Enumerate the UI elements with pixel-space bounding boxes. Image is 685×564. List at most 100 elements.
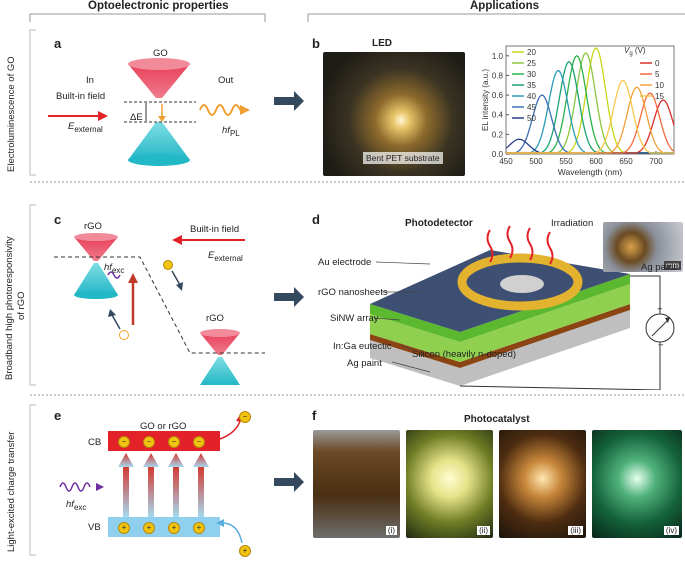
electron-icon: − <box>118 436 130 448</box>
panel-d-title: Photodetector <box>405 218 473 229</box>
legend-label-20: 20 <box>527 48 536 57</box>
panel-a-in: In <box>86 75 94 86</box>
panel-letter-b: b <box>312 36 320 51</box>
panel-letter-c: c <box>54 212 62 227</box>
valence-cone <box>128 122 190 160</box>
panel-f-title: Photocatalyst <box>464 414 530 425</box>
electron-icon <box>163 260 173 270</box>
hole-icon: + <box>143 522 155 534</box>
arrow-row2 <box>274 287 304 307</box>
row-label-2b: of rGO <box>16 291 27 320</box>
detector-scale: mm <box>663 261 681 270</box>
hole-icon: + <box>168 522 180 534</box>
panel-d-irradiation: Irradiation <box>551 218 594 229</box>
x-axis-label: Wavelength (nm) <box>558 167 623 177</box>
panel-d-label-sinw: SiNW array <box>330 313 379 324</box>
panel-e-title: GO or rGO <box>140 421 187 432</box>
legend-title: Vg (V) <box>624 46 646 57</box>
x-tick-label: 600 <box>589 157 603 166</box>
valence-cone-bottom <box>128 154 190 166</box>
electron-icon: − <box>168 436 180 448</box>
panel-c-rgo-right: rGO <box>206 313 224 324</box>
panel-letter-d: d <box>312 212 320 227</box>
plot-area <box>505 45 675 155</box>
y-tick-label: 0.8 <box>492 71 504 80</box>
hole-icon <box>119 330 129 340</box>
photo-i: (i) <box>313 430 400 538</box>
panel-c-hf: hfexc <box>104 262 125 275</box>
row-label-3: Light-excited charge transfer <box>6 431 17 552</box>
panel-c-rgo-left: rGO <box>84 221 102 232</box>
panel-a-e: Eexternal <box>68 121 103 134</box>
panel-letter-e: e <box>54 408 62 423</box>
header-optoelectronic: Optoelectronic properties <box>88 0 229 12</box>
legend-label-5: 5 <box>655 70 660 79</box>
legend-label-25: 25 <box>527 59 536 68</box>
series-line-15 <box>506 79 674 154</box>
legend-label-0: 0 <box>655 59 660 68</box>
panel-d-silicon: Silicon (heavily n-doped) <box>412 349 517 360</box>
x-tick-label: 450 <box>499 157 513 166</box>
y-tick-label: 1.0 <box>492 52 504 61</box>
panel-c-field: Built-in field <box>190 224 240 235</box>
panel-d-plus: + <box>657 304 663 315</box>
photo-iv: (iv) <box>592 430 682 538</box>
panel-d-label-inga: In:Ga eutectic <box>333 341 392 352</box>
header-applications: Applications <box>470 0 540 12</box>
hole-icon: + <box>193 522 205 534</box>
legend-label-45: 45 <box>527 103 536 112</box>
legend-label-40: 40 <box>527 92 536 101</box>
photon-wave <box>199 104 241 116</box>
legend-label-30: 30 <box>527 70 536 79</box>
panel-b-title: LED <box>372 38 392 49</box>
vb-band <box>108 517 220 537</box>
panel-a-out: Out <box>218 75 234 86</box>
panel-d-minus: − <box>658 340 664 351</box>
detector-photo: mm <box>603 222 683 272</box>
conduction-cone <box>128 64 190 98</box>
panel-e-hf: hfexc <box>66 499 87 512</box>
photo-iv-label: (iv) <box>663 526 679 535</box>
panel-e-vb: VB <box>88 522 101 533</box>
hole-icon: + <box>239 545 251 557</box>
row-label-2a: Broadband high photoresponsivity <box>4 236 15 380</box>
y-tick-label: 0.4 <box>492 111 504 120</box>
panel-a-diagram <box>48 58 250 166</box>
panel-d-label-ag: Ag paint <box>347 358 382 369</box>
photo-ii: (ii) <box>406 430 493 538</box>
panel-a-material: GO <box>153 48 168 59</box>
panel-d-label-au: Au electrode <box>318 257 372 268</box>
panel-a-field: Built-in field <box>56 91 106 102</box>
hole-icon: + <box>118 522 130 534</box>
panel-e-diagram <box>59 413 244 544</box>
x-tick-label: 550 <box>559 157 573 166</box>
panel-letter-a: a <box>54 36 62 51</box>
y-tick-label: 0.0 <box>492 150 504 159</box>
photo-i-label: (i) <box>385 526 397 535</box>
panel-e-cb: CB <box>88 437 102 448</box>
electron-icon: − <box>193 436 205 448</box>
photo-iii: (iii) <box>499 430 586 538</box>
photo-ii-label: (ii) <box>477 526 490 535</box>
au-electrode-ring <box>457 253 583 311</box>
panel-c-diagram <box>54 233 265 385</box>
panel-a-hf: hfPL <box>222 125 240 138</box>
y-axis-label: EL intensity (a.u.) <box>481 69 490 131</box>
electron-icon: − <box>143 436 155 448</box>
legend-label-10: 10 <box>655 81 664 90</box>
x-tick-label: 700 <box>649 157 663 166</box>
panel-a-delta: ΔE <box>130 112 143 123</box>
legend-label-50: 50 <box>527 114 536 123</box>
arrow-row1 <box>274 91 304 111</box>
panel-c-e: Eexternal <box>208 250 243 263</box>
panel-d-ag-top: Ag paint <box>641 262 676 273</box>
row-label-1: Electroluminescence of GO <box>6 56 17 172</box>
x-tick-label: 500 <box>529 157 543 166</box>
y-tick-label: 0.6 <box>492 91 504 100</box>
y-tick-label: 0.2 <box>492 130 504 139</box>
photo-iii-label: (iii) <box>568 526 583 535</box>
led-photo-caption: Bent PET substrate <box>363 152 443 164</box>
arrow-row3 <box>274 472 304 492</box>
